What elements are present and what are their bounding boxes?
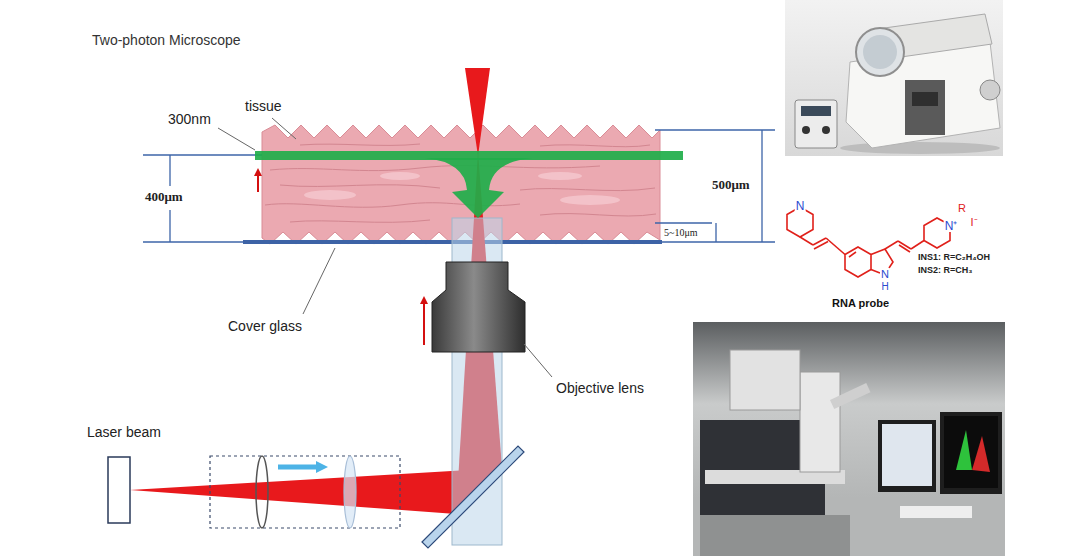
leader-line — [272, 118, 296, 139]
cell — [304, 190, 356, 200]
bond — [885, 241, 898, 249]
scan-head — [730, 350, 800, 410]
lab-photo — [693, 322, 1005, 556]
photo-ground — [693, 322, 1005, 556]
dimension-line — [655, 129, 775, 130]
dimension-line — [660, 241, 775, 242]
cell — [538, 172, 582, 180]
compound-label: INS2: R=CH₃ — [918, 265, 972, 275]
laser-beam-horizontal — [130, 468, 502, 514]
microscope-arm — [800, 372, 840, 472]
controller-screen — [801, 106, 831, 116]
dimension-line — [715, 223, 716, 242]
dimension-line — [143, 241, 243, 242]
dimension-label: 5~10μm — [664, 227, 698, 239]
keyboard — [900, 506, 972, 518]
bond — [911, 241, 924, 250]
machine-stage — [912, 92, 938, 106]
atom-label: N — [880, 269, 890, 280]
cell — [380, 172, 420, 180]
machine-front — [905, 80, 945, 135]
screen-image — [956, 430, 972, 470]
screen-image — [972, 436, 990, 472]
fiber — [290, 220, 430, 222]
diagram-title: Two-photon Microscope — [92, 32, 241, 48]
part-label: tissue — [245, 98, 282, 114]
monitor — [878, 420, 936, 492]
fiber — [540, 145, 650, 147]
dimension-line — [761, 130, 762, 242]
movement-arrow — [423, 300, 425, 345]
laser-beam-top — [465, 68, 490, 156]
movement-arrow — [278, 465, 322, 470]
magnifier — [856, 28, 904, 76]
part-label: Laser beam — [87, 424, 161, 440]
leader-line — [303, 248, 335, 314]
dimension-label: 500μm — [712, 178, 750, 193]
bond — [800, 237, 813, 245]
atom-label: I⁻ — [969, 217, 978, 228]
fiber — [540, 214, 656, 216]
leader-lines — [218, 118, 552, 377]
cell — [560, 195, 620, 205]
dichroic-mirror — [422, 446, 524, 548]
part-label: Cover glass — [228, 318, 302, 334]
fluorescence-funnel — [425, 158, 532, 218]
pyrrole-ring — [871, 249, 893, 268]
benzene-ring — [845, 247, 871, 277]
fiber — [300, 144, 420, 145]
movement-arrow — [257, 172, 259, 192]
objective-housing — [432, 262, 525, 352]
monitor-screen — [944, 416, 998, 488]
monitor-screen — [882, 424, 932, 486]
dimension-line — [169, 155, 170, 186]
bond — [814, 242, 828, 250]
atom-label: H — [880, 282, 889, 292]
lens — [344, 456, 356, 528]
lens — [256, 456, 268, 528]
beam-expander-box — [210, 456, 400, 528]
cabinet — [700, 515, 850, 556]
atom-label: N⁺ — [944, 220, 959, 232]
monitor — [940, 412, 1002, 494]
bond — [899, 245, 910, 252]
magnifier-glass — [863, 35, 897, 69]
controller-knob — [822, 126, 830, 134]
atom-label: N — [795, 200, 806, 212]
dimension-line — [143, 154, 262, 155]
dimension-label: 300nm — [168, 111, 211, 127]
eyepiece — [830, 383, 870, 409]
laser-source — [108, 457, 130, 523]
leader-line — [524, 344, 552, 377]
part-label: Objective lens — [556, 380, 644, 396]
microtome-photo — [785, 0, 1003, 156]
atom-label: R — [957, 203, 967, 214]
fiber — [280, 185, 440, 188]
controller — [795, 100, 837, 148]
bond — [849, 252, 856, 257]
fiber — [270, 166, 600, 171]
shadow — [840, 142, 1000, 154]
fiber — [520, 188, 655, 191]
handwheel — [980, 80, 1000, 100]
dimension-line — [655, 222, 712, 223]
structure-caption: RNA probe — [832, 297, 889, 310]
bond — [826, 238, 845, 255]
leader-line — [218, 128, 255, 150]
pyrrole-ring — [871, 270, 880, 274]
photo-ground — [785, 0, 1003, 156]
dimension-line — [169, 210, 170, 242]
compound-label: INS1: R=C₂H₄OH — [918, 252, 990, 262]
dimension-label: 400μm — [145, 190, 183, 205]
controller-knob — [802, 126, 810, 134]
